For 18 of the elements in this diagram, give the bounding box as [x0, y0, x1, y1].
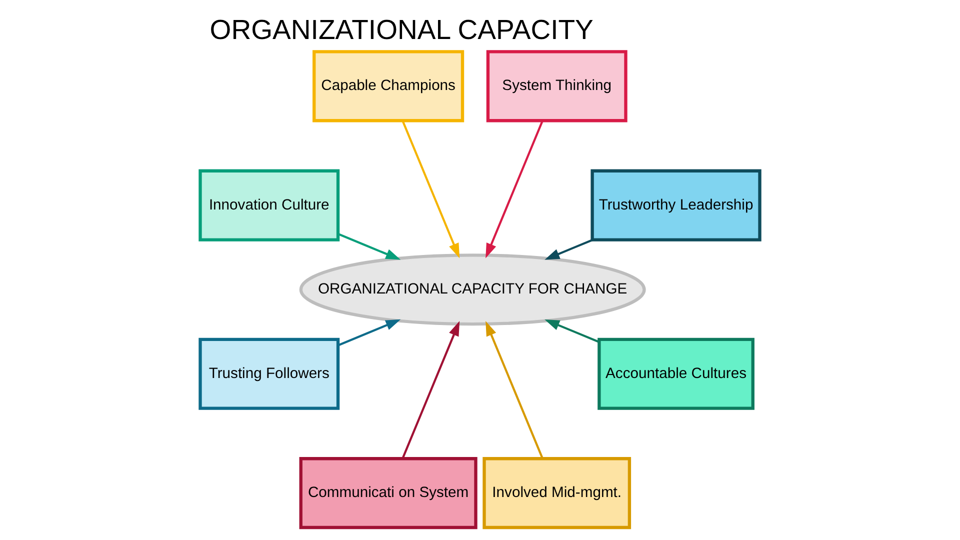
arrow [486, 120, 544, 258]
node-box: Capable Champions [312, 50, 464, 122]
node-box: Communicati on System [299, 457, 478, 530]
diagram-title: ORGANIZATIONAL CAPACITY [210, 14, 594, 45]
arrow [544, 319, 600, 343]
arrow [402, 120, 460, 258]
node-box: Involved Mid-mgmt. [482, 457, 632, 530]
node-ellipse: ORGANIZATIONAL CAPACITY FOR CHANGE [299, 254, 646, 326]
node-box: Innovation Culture [198, 169, 340, 242]
arrow [402, 320, 460, 459]
arrow [338, 233, 401, 260]
node-box: Trustworthy Leadership [590, 169, 762, 242]
node-box: Trusting Followers [198, 338, 340, 410]
arrow [486, 320, 544, 459]
node-box: System Thinking [486, 50, 628, 122]
arrow [338, 319, 401, 346]
node-box: Accountable Cultures [598, 338, 754, 410]
arrow [544, 238, 594, 260]
